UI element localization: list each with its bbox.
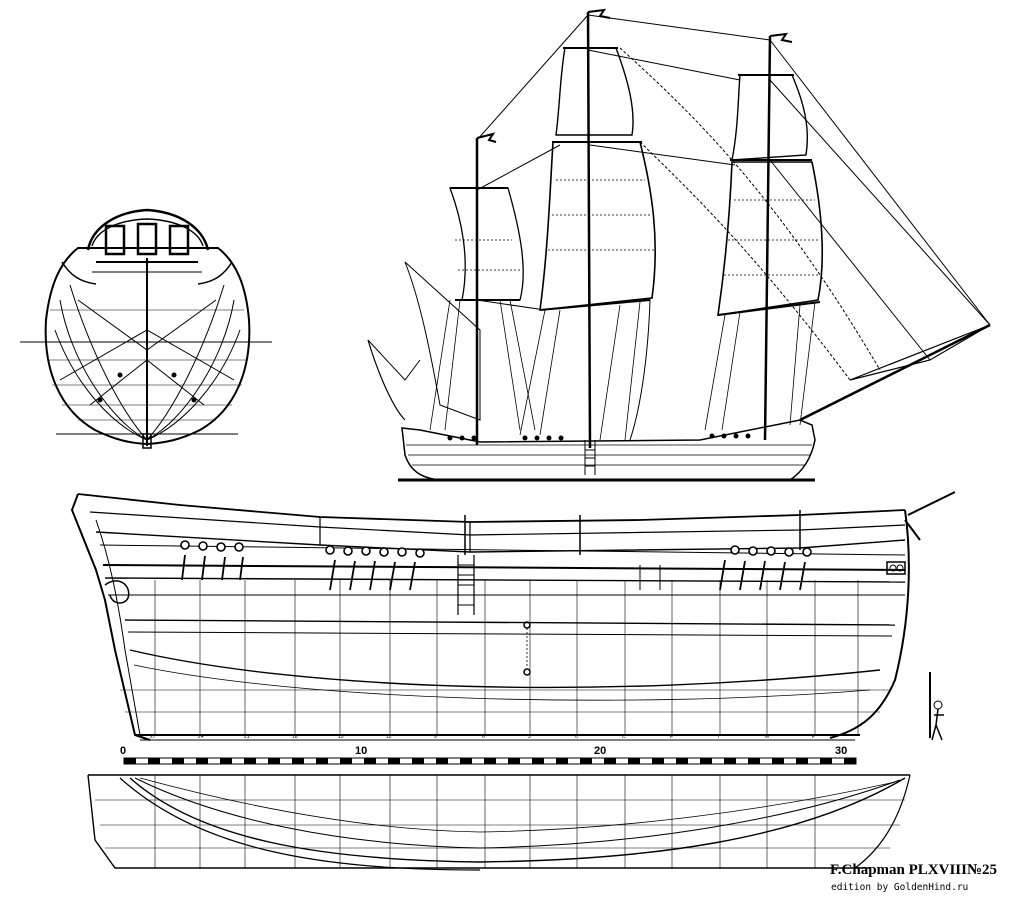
station-mark: 24	[198, 734, 204, 740]
sail-plan	[367, 8, 991, 482]
sheer-profile-plan	[70, 491, 956, 741]
plate-credit: edition by GoldenHind.ru	[831, 882, 969, 893]
station-mark: 27	[150, 734, 156, 740]
scale-bar: 0 10 20 30	[120, 745, 857, 765]
half-breadth-plan	[87, 774, 911, 871]
scale-label-10: 10	[355, 745, 367, 757]
station-mark: 3	[528, 734, 531, 740]
scale-label-20: 20	[594, 745, 606, 757]
station-mark: M	[765, 734, 769, 740]
station-mark: 0	[575, 734, 578, 740]
station-marks: 27 24 21 18 15 12 9 6 3 0 C F I M P	[150, 734, 816, 740]
station-mark: 6	[482, 734, 485, 740]
scale-label-0: 0	[120, 745, 126, 757]
station-mark: I	[718, 734, 719, 740]
station-mark: 12	[386, 734, 392, 740]
station-mark: 21	[244, 734, 250, 740]
station-mark: 15	[338, 734, 344, 740]
station-mark: F	[670, 734, 673, 740]
scale-label-30: 30	[835, 745, 847, 757]
stern-body-plan	[20, 208, 272, 449]
plate-title: F.Chapman PLXVIII№25	[830, 862, 998, 878]
station-mark: C	[622, 734, 626, 740]
station-mark: P	[812, 734, 816, 740]
station-mark: 18	[292, 734, 298, 740]
station-mark: 9	[434, 734, 437, 740]
